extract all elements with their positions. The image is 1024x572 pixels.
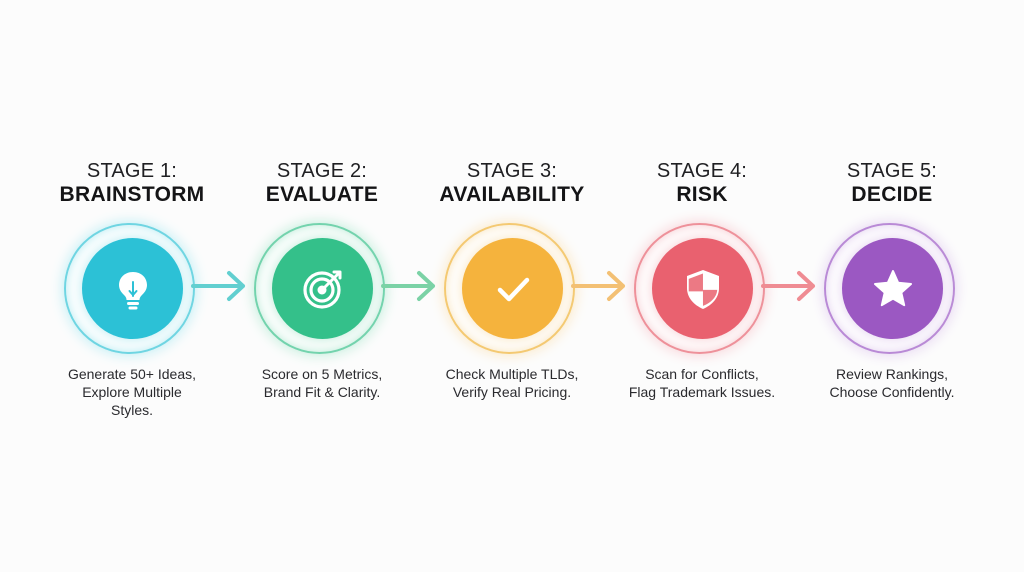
shield-icon <box>686 269 719 309</box>
description-line: Generate 50+ Ideas, <box>67 366 197 382</box>
stage-label: STAGE 3: <box>466 160 558 182</box>
stage-description: Scan for Conflicts, Flag Trademark Issue… <box>607 365 797 401</box>
stage-label: STAGE 4: <box>656 160 748 182</box>
description-line: Scan for Conflicts, <box>645 366 759 382</box>
stage-description: Generate 50+ Ideas, Explore Multiple Sty… <box>37 365 227 419</box>
stage-description: Score on 5 Metrics, Brand Fit & Clarity. <box>227 365 417 401</box>
arrow-path <box>381 271 435 301</box>
stage-disc <box>462 238 563 339</box>
arrow-path <box>571 271 625 301</box>
stage-disc <box>842 238 943 339</box>
star-icon <box>873 269 912 306</box>
description-line: Flag Trademark Issues. <box>628 384 776 400</box>
arrow-right-icon <box>761 271 815 301</box>
description-line: Explore Multiple <box>82 384 182 400</box>
stage-description: Check Multiple TLDs, Verify Real Pricing… <box>417 365 607 401</box>
description-line: Verify Real Pricing. <box>452 384 572 400</box>
arrow-right-icon <box>571 271 625 301</box>
arrow-right-icon <box>191 271 245 301</box>
stage-disc <box>82 238 183 339</box>
description-line: Choose Confidently. <box>829 384 955 400</box>
stage-title: EVALUATE <box>265 183 379 206</box>
stage-label: STAGE 1: <box>86 160 178 182</box>
arrow-right-icon <box>381 271 435 301</box>
target-icon <box>302 270 341 309</box>
description-line: Review Rankings, <box>835 366 949 382</box>
stage-label: STAGE 5: <box>846 160 938 182</box>
lightbulb-icon <box>118 271 147 309</box>
stage-title: DECIDE <box>851 183 933 206</box>
stage-disc <box>652 238 753 339</box>
description-line: Score on 5 Metrics, <box>261 366 383 382</box>
stage-title: BRAINSTORM <box>59 183 205 206</box>
stage-description: Review Rankings, Choose Confidently. <box>797 365 987 401</box>
description-line: Brand Fit & Clarity. <box>263 384 381 400</box>
arrow-path <box>761 271 815 301</box>
description-line: Styles. <box>110 402 153 418</box>
stage-label: STAGE 2: <box>276 160 368 182</box>
description-line: Check Multiple TLDs, <box>445 366 579 382</box>
stage-title: AVAILABILITY <box>439 183 585 206</box>
arrow-path <box>191 271 245 301</box>
stage-disc <box>272 238 373 339</box>
stage-title: RISK <box>676 183 728 206</box>
checkmark-icon <box>497 277 529 301</box>
